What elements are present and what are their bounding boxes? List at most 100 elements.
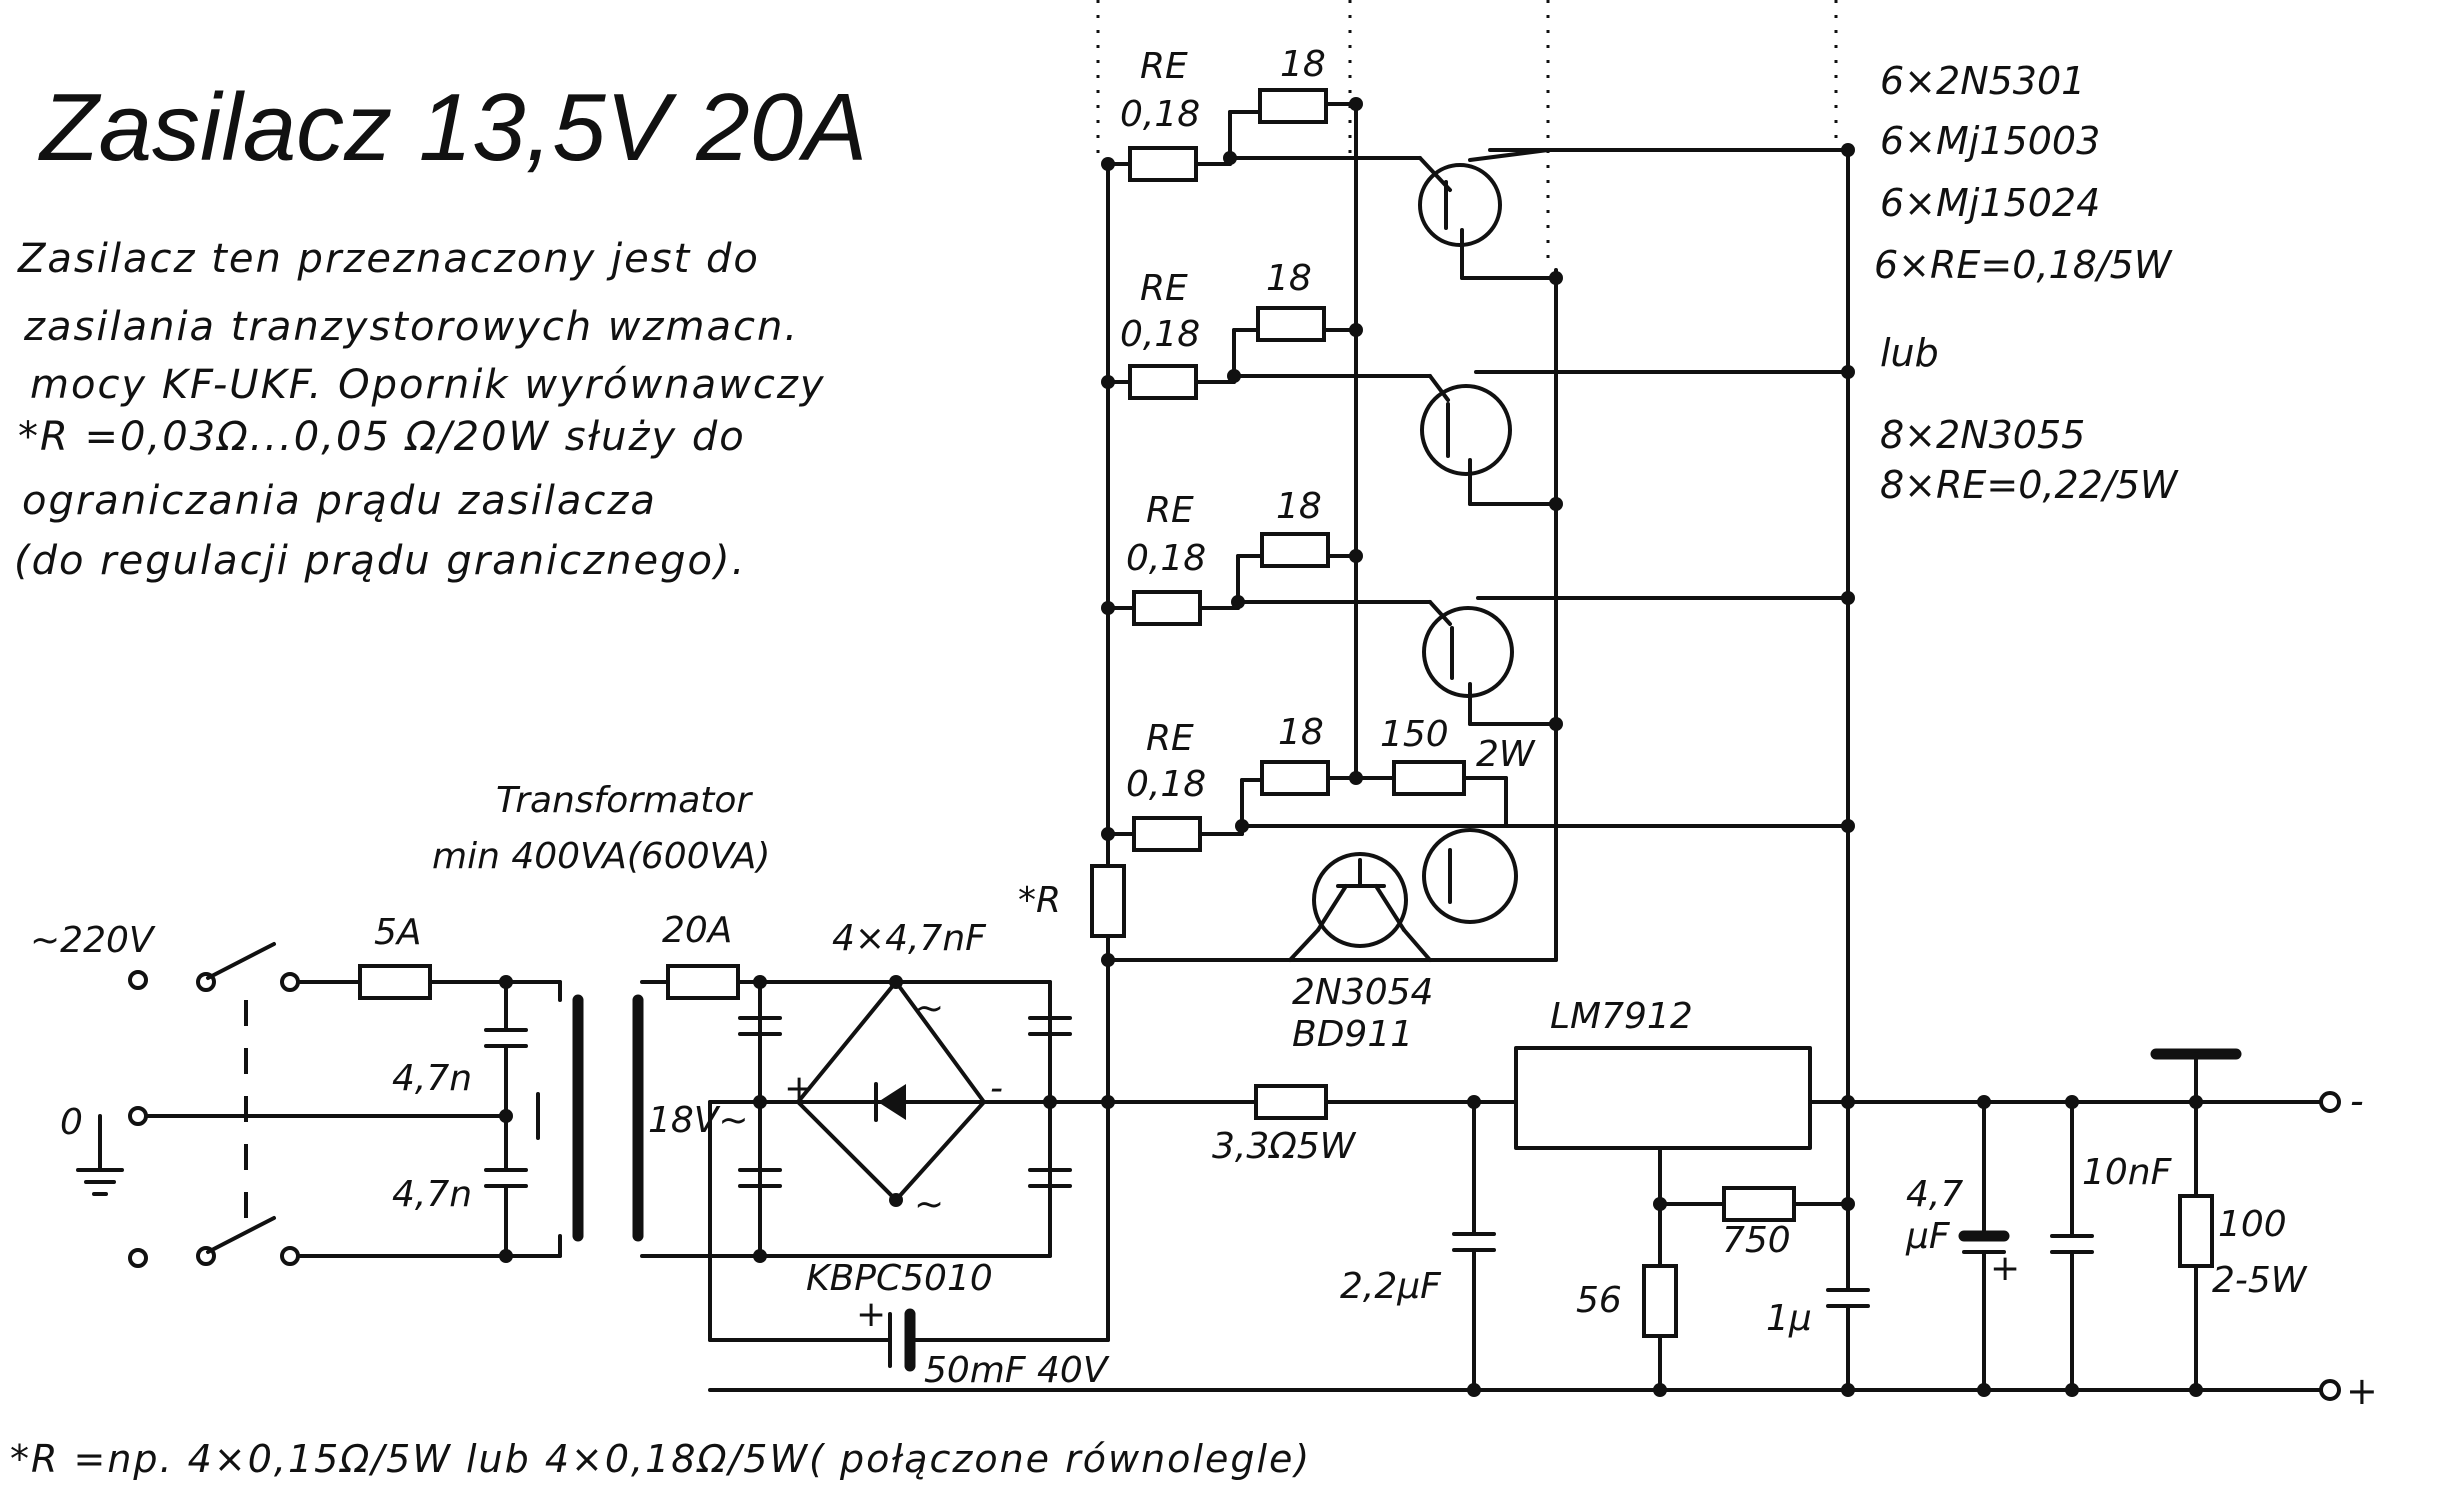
label-fuse-5a: 5A bbox=[374, 912, 422, 953]
power-stage-4: RE 0,18 18 150 2W bbox=[1106, 712, 1850, 924]
label-re-value: 0,18 bbox=[1120, 94, 1200, 135]
resistor-150 bbox=[1392, 760, 1466, 796]
label-output-plus: + bbox=[2346, 1369, 2378, 1413]
resistor-18-1 bbox=[1258, 88, 1328, 124]
label-secondary-voltage: 18V~ bbox=[648, 1100, 749, 1141]
label-r100: 100 bbox=[2218, 1204, 2287, 1245]
label-bridge-caps: 4×4,7nF bbox=[832, 918, 987, 959]
label-driver-1: 2N3054 bbox=[1292, 972, 1433, 1013]
label-plus: + bbox=[856, 1294, 886, 1335]
label-cap-47n: 4,7n bbox=[392, 1174, 472, 1215]
label-main-cap: 50mF 40V bbox=[924, 1350, 1110, 1391]
junction-dots bbox=[1101, 97, 1855, 967]
resistor-750 bbox=[1722, 1186, 1796, 1222]
parts-list-item: 6×2N5301 bbox=[1880, 59, 2085, 103]
label-r-star: *R bbox=[1018, 880, 1061, 921]
description-line: mocy KF-UKF. Opornik wyrównawczy bbox=[30, 362, 825, 408]
parts-list-item: 8×2N3055 bbox=[1880, 413, 2085, 457]
transformer-rating: min 400VA(600VA) bbox=[432, 836, 770, 877]
label-minus: - bbox=[990, 1068, 1003, 1109]
resistor-33-ohm bbox=[1254, 1084, 1328, 1120]
label-r-series: 3,3Ω5W bbox=[1212, 1126, 1357, 1167]
label-driver-2: BD911 bbox=[1292, 1014, 1413, 1055]
transistor-power-4 bbox=[1422, 828, 1518, 924]
resistor-100 bbox=[2178, 1194, 2214, 1268]
transformer-label: Transformator bbox=[496, 780, 753, 821]
mains-switch-top bbox=[206, 942, 276, 980]
label-plus: + bbox=[784, 1068, 814, 1109]
resistor-re-1 bbox=[1128, 146, 1198, 182]
mains-input: ~220V 0 5A 4,7n 4,7n bbox=[30, 912, 562, 1268]
parts-list-item: 8×RE=0,22/5W bbox=[1880, 463, 2179, 507]
mains-switch-bottom bbox=[206, 1216, 276, 1254]
power-stage-3: RE 0,18 18 bbox=[1106, 486, 1850, 726]
label-r750: 750 bbox=[1722, 1220, 1791, 1261]
regulator-section: 3,3Ω5W 2,2μF LM7912 56 750 1μ bbox=[1106, 996, 2332, 1392]
parts-list-item: lub bbox=[1880, 331, 1939, 375]
label-re: RE bbox=[1146, 718, 1194, 759]
label-r18: 18 bbox=[1280, 44, 1326, 85]
resistor-18-2 bbox=[1256, 306, 1326, 342]
label-output-minus: - bbox=[2350, 1079, 2364, 1123]
label-fuse-20a: 20A bbox=[662, 910, 732, 951]
label-re-value: 0,18 bbox=[1126, 538, 1206, 579]
resistor-re-3 bbox=[1132, 590, 1202, 626]
label-cap-1u: 1μ bbox=[1766, 1298, 1812, 1339]
footnote: *R =np. 4×0,15Ω/5W lub 4×0,18Ω/5W( połąc… bbox=[10, 1437, 1311, 1481]
label-r18: 18 bbox=[1276, 486, 1322, 527]
transistor-power-3 bbox=[1422, 606, 1514, 698]
label-bridge: KBPC5010 bbox=[806, 1258, 993, 1299]
main-rails bbox=[1106, 98, 1850, 1342]
main-filter-capacitor: + 50mF 40V bbox=[708, 1294, 2332, 1392]
label-r18: 18 bbox=[1278, 712, 1324, 753]
label-cap-47n: 4,7n bbox=[392, 1058, 472, 1099]
parts-list-item: 6×Mj15003 bbox=[1880, 119, 2100, 163]
parts-list-item: 6×RE=0,18/5W bbox=[1874, 243, 2173, 287]
label-r56: 56 bbox=[1576, 1280, 1622, 1321]
driver-transistor: 2N3054 BD911 bbox=[1288, 852, 1433, 1055]
description-line: ograniczania prądu zasilacza bbox=[22, 478, 657, 524]
fuse-20a bbox=[666, 964, 740, 1000]
output-filter: 4,7 μF + 10nF 100 2-5W - + bbox=[1467, 1048, 2378, 1413]
resistor-56 bbox=[1642, 1264, 1678, 1338]
label-cap-47u-unit: μF bbox=[1905, 1216, 1951, 1257]
bridge-rectifier: 4×4,7nF + - ~ ~ KBPC5010 bbox=[708, 918, 1115, 1342]
label-mains: ~220V bbox=[30, 920, 156, 961]
description-block: Zasilacz ten przeznaczony jest do zasila… bbox=[14, 236, 825, 584]
resistor-18-3 bbox=[1260, 532, 1330, 568]
label-re-value: 0,18 bbox=[1126, 764, 1206, 805]
description-line: (do regulacji prądu granicznego). bbox=[14, 538, 746, 584]
fuse-5a bbox=[358, 964, 432, 1000]
label-zero: 0 bbox=[60, 1102, 83, 1143]
label-regulator: LM7912 bbox=[1550, 996, 1693, 1037]
schematic-title: Zasilacz 13,5V 20A bbox=[38, 74, 867, 181]
power-stage-1: RE 0,18 18 bbox=[1106, 44, 1850, 280]
resistor-r-star bbox=[1090, 864, 1126, 938]
label-cap-10n: 10nF bbox=[2082, 1152, 2173, 1193]
transistor-power-2 bbox=[1420, 384, 1512, 476]
label-re-value: 0,18 bbox=[1120, 314, 1200, 355]
description-line: zasilania tranzystorowych wzmacn. bbox=[23, 304, 799, 350]
transformer: Transformator min 400VA(600VA) 20A 18V~ bbox=[432, 780, 770, 1258]
label-r150: 150 bbox=[1380, 714, 1449, 755]
label-ac: ~ bbox=[914, 1184, 944, 1225]
label-re: RE bbox=[1146, 490, 1194, 531]
label-re: RE bbox=[1140, 268, 1188, 309]
label-ac: ~ bbox=[914, 988, 944, 1029]
label-re: RE bbox=[1140, 46, 1188, 87]
description-line: *R =0,03Ω...0,05 Ω/20W służy do bbox=[18, 414, 746, 460]
output-terminal-minus bbox=[2319, 1091, 2341, 1113]
output-terminal-plus bbox=[2319, 1379, 2341, 1401]
label-r-2w: 2W bbox=[1476, 734, 1536, 775]
label-cap-47u: 4,7 bbox=[1906, 1174, 1963, 1215]
label-r100-power: 2-5W bbox=[2212, 1260, 2308, 1301]
resistor-re-4 bbox=[1132, 816, 1202, 852]
resistor-re-2 bbox=[1128, 364, 1198, 400]
resistor-18-4 bbox=[1260, 760, 1330, 796]
label-r18: 18 bbox=[1266, 258, 1312, 299]
label-plus: + bbox=[1990, 1248, 2020, 1289]
description-line: Zasilacz ten przeznaczony jest do bbox=[17, 236, 760, 282]
parts-list-item: 6×Mj15024 bbox=[1880, 181, 2100, 225]
parts-list: 6×2N5301 6×Mj15003 6×Mj15024 6×RE=0,18/5… bbox=[1874, 59, 2179, 507]
